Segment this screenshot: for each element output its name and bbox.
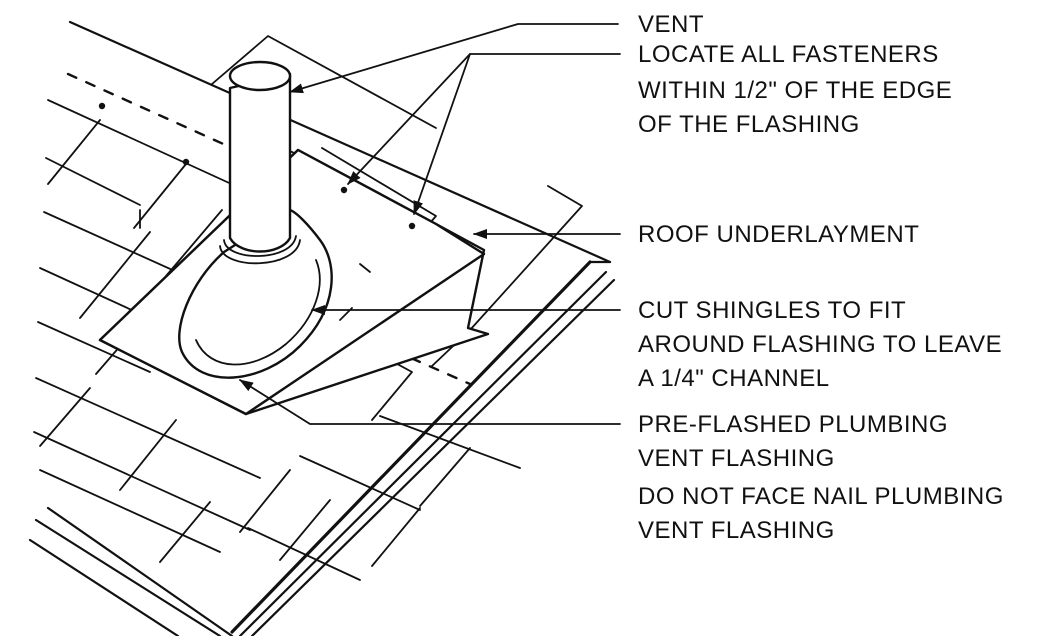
leader-lines (239, 23, 621, 425)
label-fasteners-line-3: OF THE FLASHING (638, 111, 860, 138)
label-fasteners-line-2: WITHIN 1/2" OF THE EDGE (638, 77, 952, 104)
label-cut-shingles-line-3: A 1/4" CHANNEL (638, 365, 830, 392)
label-no-face-nail-line-1: DO NOT FACE NAIL PLUMBING (638, 483, 1004, 510)
label-vent-line-1: VENT (638, 11, 704, 38)
roof-edges (28, 20, 616, 636)
callout-pre-flashed: PRE-FLASHED PLUMBING VENT FLASHING (638, 411, 948, 472)
callout-cut-shingles: CUT SHINGLES TO FIT AROUND FLASHING TO L… (638, 297, 1002, 392)
callout-underlayment: ROOF UNDERLAYMENT (638, 221, 919, 248)
label-no-face-nail-line-2: VENT FLASHING (638, 517, 835, 544)
callout-vent: VENT (638, 11, 704, 38)
label-cut-shingles-line-1: CUT SHINGLES TO FIT (638, 297, 906, 324)
label-underlayment-line-1: ROOF UNDERLAYMENT (638, 221, 919, 248)
label-pre-flashed-line-2: VENT FLASHING (638, 445, 835, 472)
callout-fasteners: LOCATE ALL FASTENERS WITHIN 1/2" OF THE … (638, 41, 952, 138)
callout-no-face-nail: DO NOT FACE NAIL PLUMBING VENT FLASHING (638, 483, 1004, 544)
label-fasteners-line-1: LOCATE ALL FASTENERS (638, 41, 939, 68)
vent-pipe (219, 60, 301, 265)
label-pre-flashed-line-1: PRE-FLASHED PLUMBING (638, 411, 948, 438)
underlayment-sheet (211, 35, 583, 331)
label-cut-shingles-line-2: AROUND FLASHING TO LEAVE (638, 331, 1002, 358)
